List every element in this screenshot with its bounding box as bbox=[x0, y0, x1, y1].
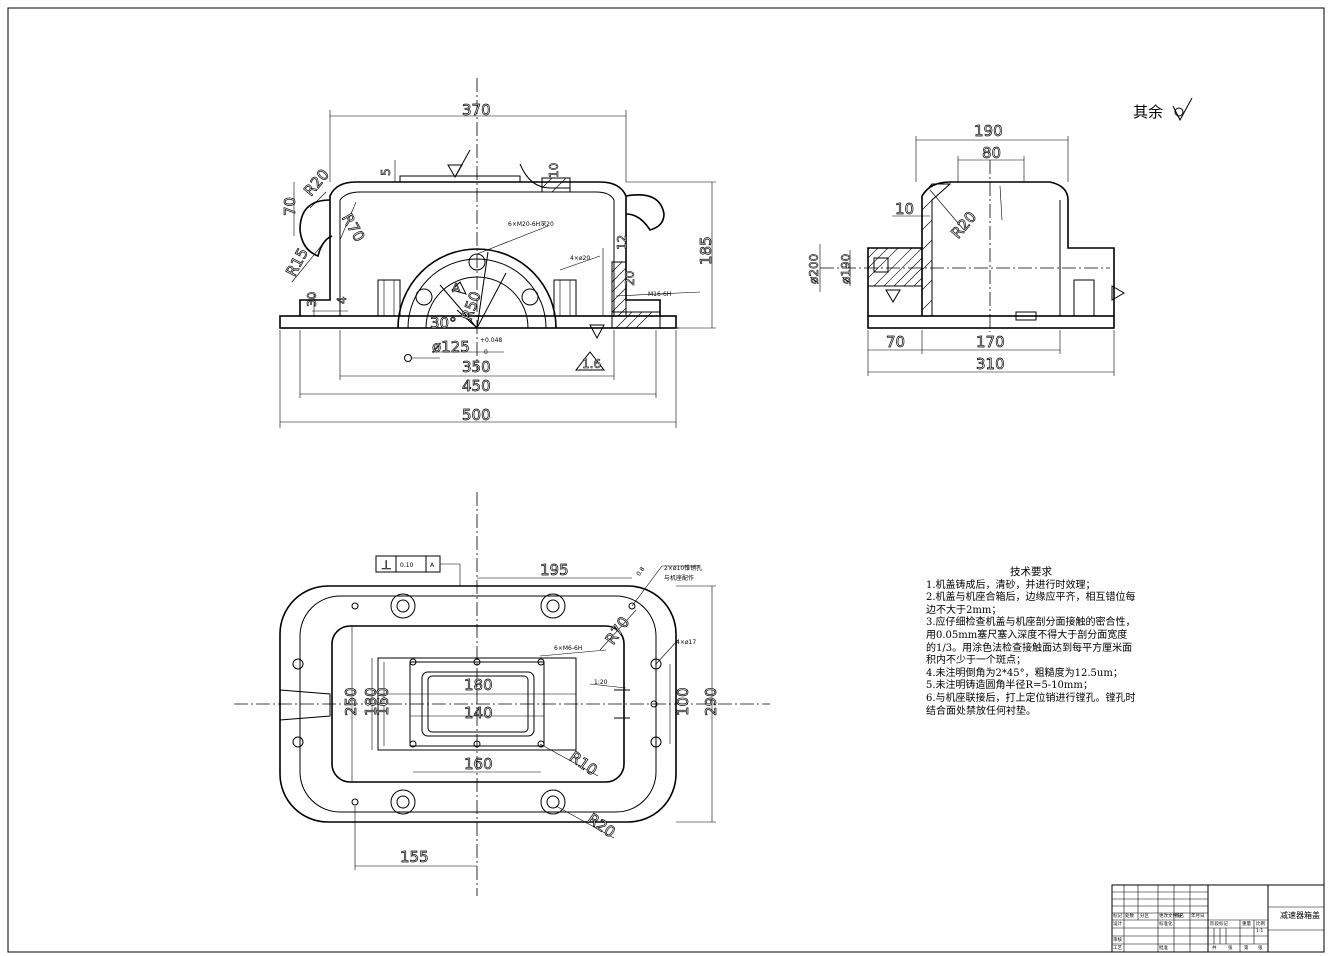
geo-tol-symbol: ⊥ bbox=[381, 558, 391, 572]
tv-dim-140: 140 bbox=[464, 704, 493, 722]
tb-label-change: 更改文件号 bbox=[1159, 914, 1182, 919]
tb-label-approve: 批准 bbox=[1159, 946, 1168, 951]
tb-label-sign: 签名 bbox=[1175, 914, 1184, 919]
front-section-hatch bbox=[541, 177, 661, 329]
tv-slope-note: 1:20 bbox=[594, 679, 608, 686]
fv-dim-370: 370 bbox=[462, 101, 491, 119]
tv-dim-100v: 100 bbox=[674, 687, 692, 716]
tv-dim-160v: 160 bbox=[374, 687, 392, 716]
tb-label-stage: 阶段标记 bbox=[1210, 922, 1228, 927]
geo-tol-datum: A bbox=[430, 562, 435, 569]
tb-label-sheet: 张 bbox=[1258, 946, 1263, 951]
fv-thread-note: 6×M20-6H深20 bbox=[508, 220, 554, 228]
sheet-border bbox=[7, 7, 1325, 953]
sv-dim-r20: R20 bbox=[947, 208, 980, 242]
fv-dim-70: 70 bbox=[281, 197, 299, 216]
side-section-hatch bbox=[867, 183, 952, 316]
fv-dim-185: 185 bbox=[697, 236, 715, 265]
tb-label-scale: 比例 bbox=[1256, 922, 1265, 927]
tv-dim-250: 250 bbox=[342, 687, 360, 716]
sv-dim-10: 10 bbox=[895, 200, 914, 218]
sv-dim-70: 70 bbox=[886, 333, 905, 351]
tb-label-sheets: 张 bbox=[1228, 946, 1233, 951]
tb-label-zone: 分区 bbox=[1140, 914, 1149, 919]
sv-dim-d190: ø190 bbox=[839, 254, 853, 284]
fv-thread-small: M16-6H bbox=[648, 291, 671, 298]
fv-dim-350: 350 bbox=[462, 358, 491, 376]
tb-label-total: 共 bbox=[1212, 946, 1217, 951]
title-block bbox=[1111, 884, 1325, 953]
tech-item-5: 5.未注明铸造圆角半径R=5-10mm； bbox=[926, 680, 1093, 692]
tb-label-review: 审核 bbox=[1113, 938, 1122, 943]
fv-dim-4: 4 bbox=[335, 296, 349, 304]
tb-label-mark: 标记 bbox=[1113, 914, 1122, 919]
tb-label-standard: 标准化 bbox=[1159, 922, 1173, 927]
tech-item-6: 6.与机座联接后，打上定位销进行镗孔。镗孔时结合面处禁放任何衬垫。 bbox=[926, 692, 1136, 717]
top-view: ⊥ 0.10 A 195 155 180 140 160 250 180 160 bbox=[234, 492, 770, 896]
tv-dim-180v: 180 bbox=[362, 687, 380, 716]
tb-label-process: 工艺 bbox=[1113, 946, 1122, 951]
finish-roughness-symbol bbox=[1172, 97, 1193, 122]
tech-item-3: 3.应仔细检查机盖与机座剖分面接触的密合性，用0.05mm塞尺塞入深度不得大于剖… bbox=[926, 617, 1136, 667]
fv-tol-lower: 0 bbox=[484, 349, 488, 356]
tech-item-1: 1.机盖铸成后，清砂，并进行时效理； bbox=[926, 579, 1096, 591]
sv-dim-310: 310 bbox=[976, 355, 1005, 373]
top-bolt-bosses bbox=[292, 593, 662, 815]
tv-dim-155: 155 bbox=[400, 848, 429, 866]
fv-roughness-1-6: 1.6 bbox=[582, 357, 601, 371]
fv-dim-r50: R50 bbox=[458, 289, 485, 323]
fv-hole-note: 4×ø20 bbox=[570, 255, 590, 262]
geo-tolerance-frame: ⊥ 0.10 A bbox=[375, 555, 461, 586]
tv-dim-0-8: 0.8 bbox=[635, 566, 646, 578]
tv-dim-160: 160 bbox=[464, 755, 493, 773]
tb-label-weight: 重量 bbox=[1242, 922, 1251, 927]
tech-requirements: 技术要求 1.机盖铸成后，清砂，并进行时效理； 2.机盖与机座合箱后，边缘应平齐… bbox=[926, 566, 1136, 718]
side-view: 190 80 10 R20 ø200 ø190 70 170 310 bbox=[807, 122, 1125, 376]
fv-dim-r20: R20 bbox=[300, 166, 333, 200]
fv-dim-12: 12 bbox=[615, 235, 629, 250]
tv-dim-290: 290 bbox=[702, 687, 720, 716]
finish-note: 其余 bbox=[1133, 103, 1164, 121]
fv-dim-10: 10 bbox=[547, 163, 561, 178]
tv-dim-195: 195 bbox=[540, 561, 569, 579]
tv-hole-note: 4×ø17 bbox=[676, 639, 696, 646]
fv-dim-450: 450 bbox=[462, 377, 491, 395]
geo-tol-value: 0.10 bbox=[400, 562, 414, 569]
tb-label-design: 设计 bbox=[1113, 922, 1122, 927]
fv-dim-bore: ø125 bbox=[432, 338, 470, 356]
tech-item-4: 4.未注明倒角为2*45°，粗糙度为12.5um； bbox=[926, 667, 1123, 679]
tv-dim-180: 180 bbox=[464, 676, 493, 694]
sv-dim-190: 190 bbox=[974, 122, 1003, 140]
fv-tol-upper: +0.048 bbox=[480, 337, 502, 344]
sv-dim-170: 170 bbox=[976, 333, 1005, 351]
tech-item-2: 2.机盖与机座合箱后，边缘应平齐，相互错位每边不大于2mm； bbox=[926, 592, 1136, 616]
fv-dim-r70: R70 bbox=[338, 210, 368, 245]
fv-datum-a: A bbox=[452, 281, 461, 295]
fv-dim-500: 500 bbox=[462, 406, 491, 424]
front-view: 370 185 70 R20 R70 R15 30 4 5 10 12 20 ø… bbox=[279, 78, 716, 428]
sv-dim-80: 80 bbox=[982, 144, 1001, 162]
tb-label-count: 处数 bbox=[1125, 914, 1134, 919]
tv-dim-r20: R20 bbox=[584, 810, 619, 842]
tv-pin-note-2: 与机座配作 bbox=[664, 574, 694, 582]
tv-pin-note-1: 2×ø10锥销孔 bbox=[664, 564, 702, 572]
fv-dim-30: 30 bbox=[305, 292, 319, 307]
fv-dim-30deg: 30° bbox=[430, 314, 457, 332]
tb-label-no: 第 bbox=[1244, 946, 1249, 951]
fv-dim-5: 5 bbox=[379, 168, 393, 176]
part-name: 减速器箱盖 bbox=[1280, 911, 1320, 920]
tb-label-date: 年月日 bbox=[1191, 914, 1205, 919]
fv-dim-20: 20 bbox=[623, 271, 637, 286]
tb-scale-value: 1:1 bbox=[1256, 929, 1264, 934]
tech-requirements-title: 技术要求 bbox=[1010, 566, 1052, 578]
sv-dim-d200: ø200 bbox=[807, 254, 821, 284]
tv-thread-note: 6×M6-6H bbox=[554, 645, 582, 652]
